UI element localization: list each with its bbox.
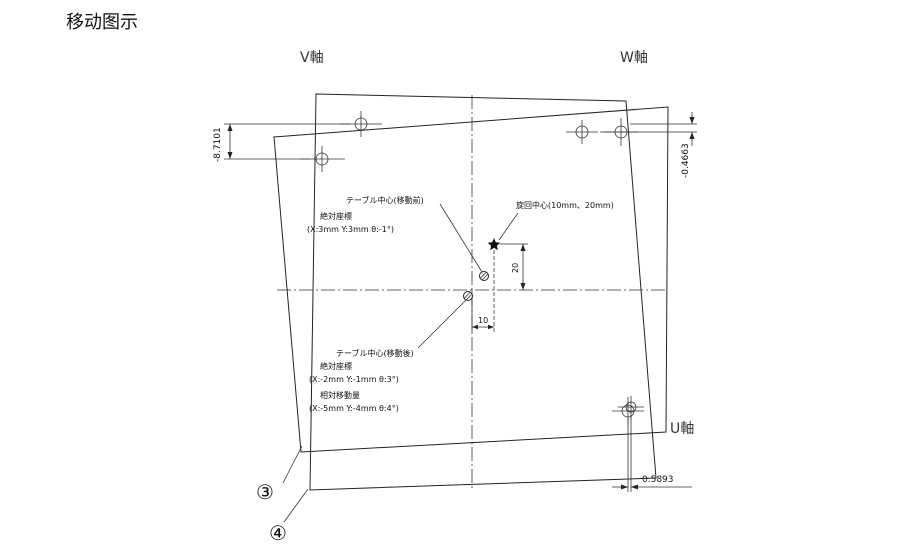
callout-three: ③ bbox=[256, 480, 274, 504]
callout-four: ④ bbox=[269, 521, 287, 545]
after-leader bbox=[417, 299, 467, 349]
after-label: テーブル中心(移動後) bbox=[336, 348, 414, 358]
u-axis-label: U軸 bbox=[670, 421, 694, 437]
left-dimension-label: -8.7101 bbox=[213, 127, 223, 162]
horiz-dimension-label: 10 bbox=[478, 316, 488, 325]
table-center-after-marker bbox=[463, 291, 473, 301]
table-center-before-marker bbox=[479, 271, 489, 281]
before-label: テーブル中心(移動前) bbox=[346, 195, 424, 205]
callout-three-leader bbox=[282, 445, 303, 484]
before-leader bbox=[439, 203, 483, 273]
after-rel-value: (X:-5mm Y:-4mm θ:4°) bbox=[309, 404, 399, 413]
before-abs-label: 絶対座標 bbox=[320, 211, 352, 221]
rotation-center-leader bbox=[498, 212, 519, 241]
rotation-center-label: 旋回中心(10mm、20mm) bbox=[516, 200, 614, 210]
w-axis-label: W軸 bbox=[620, 50, 648, 66]
right-dimension bbox=[600, 112, 697, 146]
bottom-dimension-label: 0.5893 bbox=[642, 475, 674, 485]
right-dimension-label: -0.4663 bbox=[681, 143, 691, 178]
table-outline-after bbox=[273, 106, 669, 453]
before-abs-value: (X:3mm Y:3mm θ:-1°) bbox=[307, 225, 394, 234]
bottom-dimension bbox=[612, 415, 692, 492]
after-rel-label: 相対移動量 bbox=[320, 390, 360, 400]
after-abs-value: (X:-2mm Y:-1mm θ:3°) bbox=[309, 375, 399, 384]
v-axis-label: V軸 bbox=[300, 50, 324, 66]
vert-dimension-label: 20 bbox=[511, 263, 520, 273]
left-dimension bbox=[224, 123, 350, 160]
w-axis-marker-after bbox=[566, 120, 598, 144]
rotation-center-star bbox=[487, 238, 501, 251]
page-title: 移动图示 bbox=[66, 12, 138, 33]
after-abs-label: 絶対座標 bbox=[320, 361, 352, 371]
table-outline-before bbox=[309, 93, 657, 491]
callout-four-leader bbox=[283, 488, 309, 523]
